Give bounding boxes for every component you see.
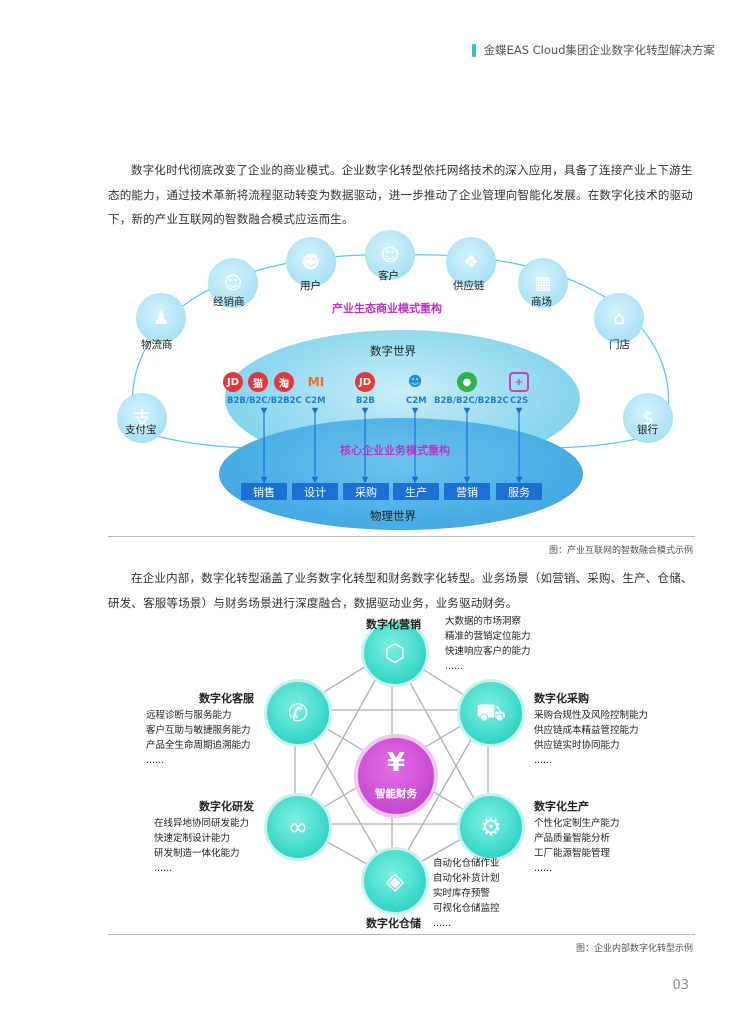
store-node: ⌂ <box>594 293 644 343</box>
bank-icon: $ <box>642 407 654 429</box>
function-box-sales: 销售 <box>241 483 287 500</box>
node-label-user: 用户 <box>300 280 321 292</box>
taobao-logo-icon: 淘 <box>274 372 294 392</box>
hub-list-rd: 在线异地协同研发能力 快速定制设计能力 研发制造一体化能力 ...... <box>154 818 250 874</box>
function-box-service: 服务 <box>496 483 542 500</box>
ecosystem-title: 产业生态商业模式重构 <box>332 302 442 315</box>
digital-world-label: 数字世界 <box>370 344 416 358</box>
medical-plus-icon: + <box>509 372 529 392</box>
function-box-design: 设计 <box>292 483 338 500</box>
hub-title-purchasing: 数字化采购 <box>534 692 589 705</box>
network-icon: ⬡ <box>384 639 406 667</box>
center-label: 智能财务 <box>375 788 417 800</box>
hub-title-warehouse: 数字化仓储 <box>366 917 421 930</box>
physical-world-label: 物理世界 <box>370 509 416 523</box>
divider <box>108 934 695 935</box>
smart-finance-center: ¥ 智能财务 <box>354 734 438 818</box>
customer-icon: ☺ <box>380 244 400 266</box>
user-plus-icon: ☻ <box>407 374 423 390</box>
jd-logo-icon: JD <box>223 372 243 392</box>
hub-title-production: 数字化生产 <box>534 800 589 813</box>
hub-title-marketing: 数字化营销 <box>366 618 421 631</box>
function-box-purchasing: 采购 <box>343 483 389 500</box>
node-label-customer: 客户 <box>378 270 399 282</box>
box-icon: ◈ <box>385 867 405 895</box>
mode-label: B2B <box>356 396 375 406</box>
connector-arrows <box>260 407 523 484</box>
production-hub: ⚙ <box>457 793 525 861</box>
mode-label: C2M <box>406 396 427 406</box>
supply-chain-icon: ❖ <box>462 251 480 273</box>
supply-chain-node: ❖ <box>446 237 496 287</box>
hub-title-rd: 数字化研发 <box>199 800 254 813</box>
divider <box>108 536 695 537</box>
yuan-icon: ¥ <box>386 748 406 778</box>
tmall-logo-icon: 猫 <box>248 372 268 392</box>
warehouse-hub: ◈ <box>361 847 429 915</box>
second-paragraph: 在企业内部，数字化转型涵盖了业务数字化转型和财务数字化转型。业务场景（如营销、采… <box>108 571 693 610</box>
person-icon: ☺ <box>223 272 243 294</box>
mode-label: B2B/B2C/B2B2C <box>227 396 302 406</box>
gears-icon: ⚙ <box>480 813 502 841</box>
internal-transformation-diagram: ¥ 智能财务 ⬡ ⛟ ⚙ ◈ ∞ ✆ 数字化营销 数字化采购 数字化生产 数字化… <box>108 610 693 932</box>
user-node: ☻ <box>286 237 336 287</box>
mall-node: ▦ <box>518 258 568 308</box>
store-icon: ⌂ <box>613 307 625 329</box>
function-box-production: 生产 <box>393 483 439 500</box>
service-hub: ✆ <box>264 679 332 747</box>
rd-hub: ∞ <box>264 793 332 861</box>
hub-title-service: 数字化客服 <box>199 692 254 705</box>
logistics-node: ♟ <box>136 293 186 343</box>
hub-list-warehouse: 自动化仓储作业 自动化补货计划 实时库存预警 可视化仓储监控 ...... <box>433 858 500 929</box>
mode-label: C2M <box>305 396 326 406</box>
physical-world-ellipse <box>219 418 583 530</box>
intro-paragraph: 数字化时代彻底改变了企业的商业模式。企业数字化转型依托网络技术的深入应用，具备了… <box>108 163 693 226</box>
xiaomi-logo-icon: MI <box>307 375 325 389</box>
node-label-alipay: 支付宝 <box>125 424 157 436</box>
hub-list-production: 个性化定制生产能力 产品质量智能分析 工厂能源智能管理 ...... <box>534 818 620 874</box>
distributor-node: ☺ <box>208 258 258 308</box>
figure-caption-2: 图：企业内部数字化转型示例 <box>575 944 693 954</box>
figure-caption-1: 图：产业互联网的智数融合模式示例 <box>548 546 693 556</box>
page-number: 03 <box>672 978 689 993</box>
bank-node: $ <box>623 393 673 443</box>
page-header: 金蝶EAS Cloud集团企业数字化转型解决方案 <box>471 42 715 58</box>
function-box-marketing: 营销 <box>444 483 490 500</box>
chat-bubble-icon: ✆ <box>287 699 309 727</box>
node-label-bank: 银行 <box>637 424 658 436</box>
hub-list-purchasing: 采购合规性及风险控制能力 供应链成本精益管控能力 供应链实时协同能力 .....… <box>534 710 649 766</box>
mode-label: C2S <box>510 396 529 406</box>
header-title: 金蝶EAS Cloud集团企业数字化转型解决方案 <box>483 43 715 57</box>
node-label-logistics: 物流商 <box>141 339 173 351</box>
alipay-icon: 支 <box>133 409 151 430</box>
infinity-icon: ∞ <box>288 813 308 841</box>
hub-list-service: 远程诊断与服务能力 客户互助与敏捷服务能力 产品全生命周期追溯能力 ...... <box>146 710 251 766</box>
mode-label: B2B/B2C/B2B2C <box>434 396 509 406</box>
node-label-supply-chain: 供应链 <box>453 280 485 292</box>
customer-node: ☺ <box>365 230 415 280</box>
industry-internet-diagram: 产业生态商业模式重构 数字世界 核心企业业务模式重构 物理世界 支 支付宝 ♟ … <box>108 225 693 530</box>
jd-logo-icon-2: JD <box>355 372 375 392</box>
mall-icon: ▦ <box>534 272 552 294</box>
node-label-store: 门店 <box>609 339 630 351</box>
shopping-cart-icon: ⛟ <box>475 697 507 726</box>
purchasing-hub: ⛟ <box>457 679 525 747</box>
hub-list-marketing: 大数据的市场洞察 精准的营销定位能力 快速响应客户的能力 ...... <box>445 616 531 672</box>
user-icon: ☻ <box>301 251 321 273</box>
node-label-distributor: 经销商 <box>213 296 245 308</box>
marketing-hub: ⬡ <box>361 619 429 687</box>
node-label-mall: 商场 <box>531 296 552 308</box>
wechat-logo-icon: ● <box>457 372 477 392</box>
truck-icon: ♟ <box>152 307 170 329</box>
header-accent-bar <box>471 43 476 57</box>
alipay-node: 支 <box>117 393 167 443</box>
